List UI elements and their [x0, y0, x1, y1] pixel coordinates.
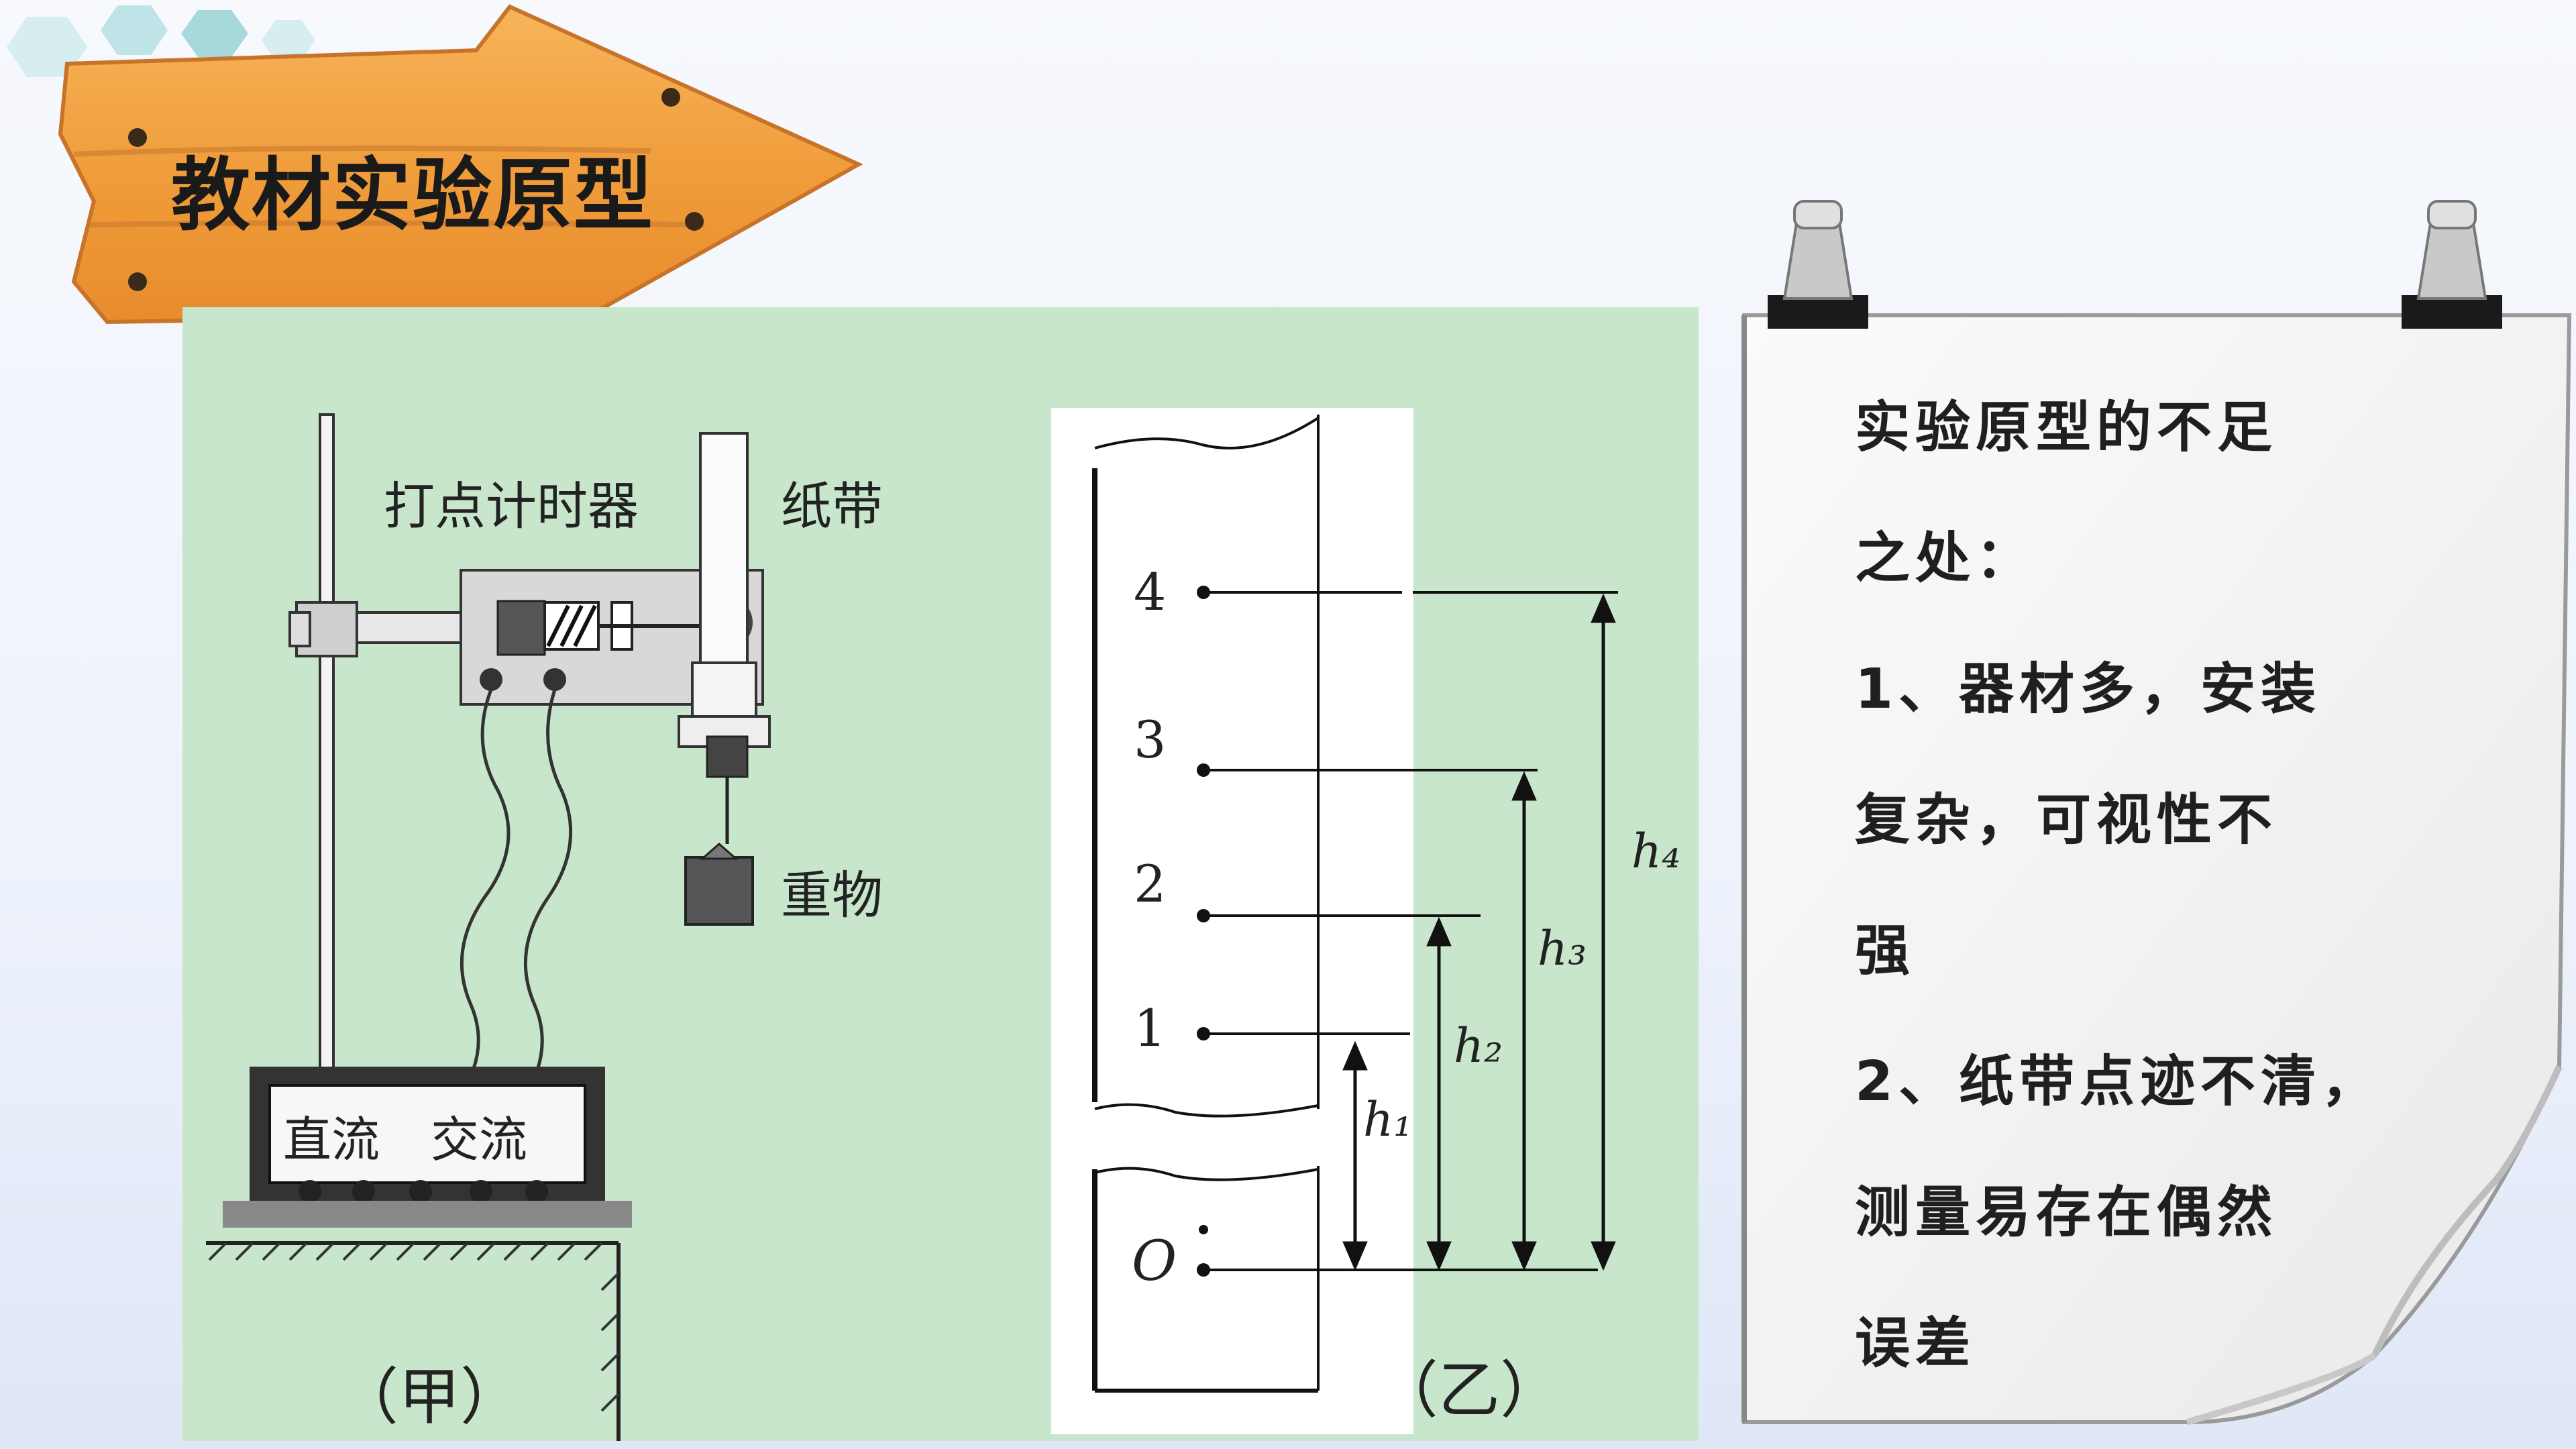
clamp-arm [356, 611, 466, 644]
note-paper [1741, 200, 2572, 1426]
note-line: 测量易存在偶然 [1855, 1181, 2278, 1244]
note-line: 1、器材多，安装 [1855, 657, 2322, 721]
experiment-diagram-panel: 打点计时器 纸带 重物 直流 交流 （甲） 4 3 2 1 O h₁ h₂ h₃… [182, 307, 1699, 1441]
tape-background [1051, 408, 1413, 1434]
binder-clip-icon [1768, 200, 1868, 329]
nail-icon [128, 272, 147, 291]
wire [455, 689, 511, 1100]
note-line: 2、纸带点迹不清， [1855, 1050, 2382, 1114]
point-label-3: 3 [1134, 710, 1167, 769]
nail-icon [685, 212, 704, 231]
paper-tape [699, 432, 749, 676]
point-label-2: 2 [1134, 854, 1167, 914]
height-label-h4: h₄ [1631, 824, 1681, 879]
note-text: 实验原型的不足 之处： 1、器材多，安装 复杂，可视性不 强 2、纸带点迹不清，… [1855, 362, 2512, 1409]
tape-label: 纸带 [781, 476, 883, 536]
nail-icon [128, 128, 147, 147]
figure-b-caption: （乙） [1377, 1354, 1562, 1426]
note-line: 实验原型的不足 [1855, 396, 2278, 460]
figure-a-caption: （甲） [337, 1361, 523, 1433]
point-label-4: 4 [1134, 562, 1167, 622]
weight [684, 856, 754, 926]
height-label-h1: h₁ [1363, 1092, 1413, 1147]
wire [519, 689, 573, 1104]
height-label-h2: h₂ [1454, 1018, 1503, 1073]
binder-clip-icon [2402, 200, 2502, 329]
note-line: 复杂，可视性不 [1855, 788, 2278, 852]
hexagon-decoration [7, 5, 315, 77]
nail-icon [661, 88, 680, 107]
note-card: 实验原型的不足 之处： 1、器材多，安装 复杂，可视性不 强 2、纸带点迹不清，… [1704, 195, 2576, 1442]
point-label-o: O [1132, 1230, 1177, 1293]
title-arrow-sign [58, 4, 863, 352]
ac-label: 交流 [431, 1112, 528, 1168]
stand-pole [319, 413, 335, 1100]
height-label-h3: h₃ [1538, 921, 1587, 976]
weight-label: 重物 [781, 865, 883, 925]
timer-label: 打点计时器 [384, 476, 639, 536]
note-line: 误差 [1855, 1311, 1976, 1375]
slide-title: 教材实验原型 [171, 149, 655, 241]
note-line: 强 [1855, 919, 1916, 983]
point-label-1: 1 [1134, 998, 1167, 1058]
experiment-diagram [206, 408, 1618, 1441]
note-line: 之处： [1855, 527, 2037, 590]
dc-label: 直流 [283, 1112, 380, 1168]
